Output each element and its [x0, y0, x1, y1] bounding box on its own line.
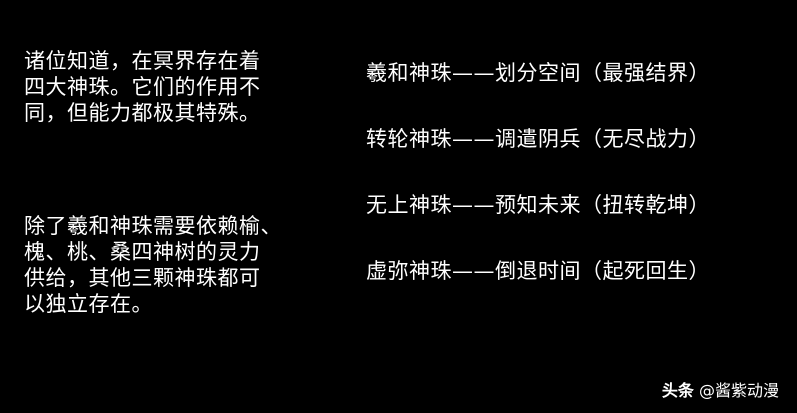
pearl-item-xumi: 虚弥神珠——倒退时间（起死回生）	[366, 259, 710, 283]
pearl-item-xihe: 羲和神珠——划分空间（最强结界）	[366, 61, 710, 85]
pearl-item-zhuanlun: 转轮神珠——调遣阴兵（无尽战力）	[366, 127, 710, 151]
watermark-handle: @酱紫动漫	[698, 381, 779, 400]
intro-paragraph: 诸位知道，在冥界存在着 四大神珠。它们的作用不 同，但能力都极其特殊。	[24, 49, 261, 125]
note-paragraph: 除了羲和神珠需要依赖榆、 槐、桃、桑四神树的灵力 供给，其他三颗神珠都可 以独立…	[24, 214, 282, 316]
watermark-brand: 头条	[661, 381, 694, 400]
watermark: 头条 @酱紫动漫	[662, 377, 779, 401]
pearl-item-wushang: 无上神珠——预知未来（扭转乾坤）	[366, 193, 710, 217]
pearl-list: 羲和神珠——划分空间（最强结界） 转轮神珠——调遣阴兵（无尽战力） 无上神珠——…	[366, 60, 786, 324]
